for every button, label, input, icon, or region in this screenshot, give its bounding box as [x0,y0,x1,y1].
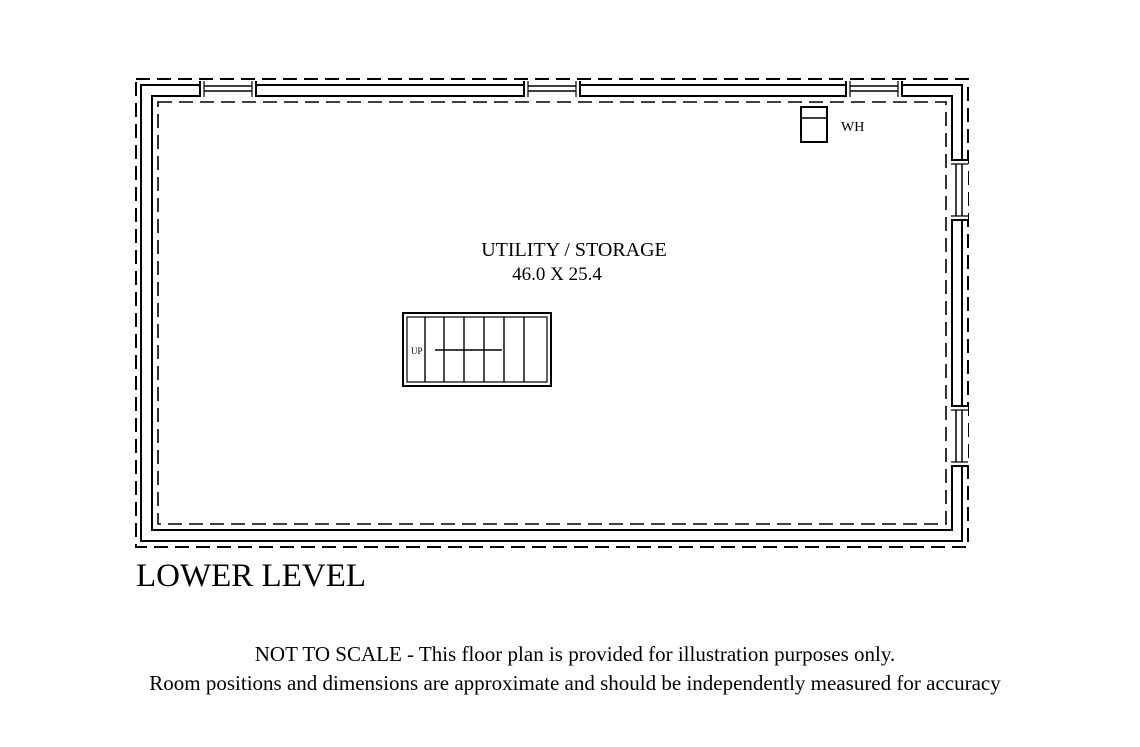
interior-dashed-outline [157,101,947,525]
level-title: LOWER LEVEL [136,558,366,594]
window-top-right [845,81,903,97]
window-right-upper [951,159,968,221]
staircase-icon [402,312,552,387]
room-name: UTILITY / STORAGE [481,239,667,261]
water-heater-label: WH [841,120,864,135]
window-top-center [523,81,581,97]
stair-direction-label: UP [411,346,423,356]
window-right-lower [951,405,968,467]
disclaimer-line-2: Room positions and dimensions are approx… [149,671,1001,695]
disclaimer-line-1: NOT TO SCALE - This floor plan is provid… [255,642,895,666]
window-top-left [199,81,257,97]
foundation-dashed-outline [135,78,969,548]
room-dimensions: 46.0 X 25.4 [512,264,602,285]
water-heater-icon [800,106,828,143]
